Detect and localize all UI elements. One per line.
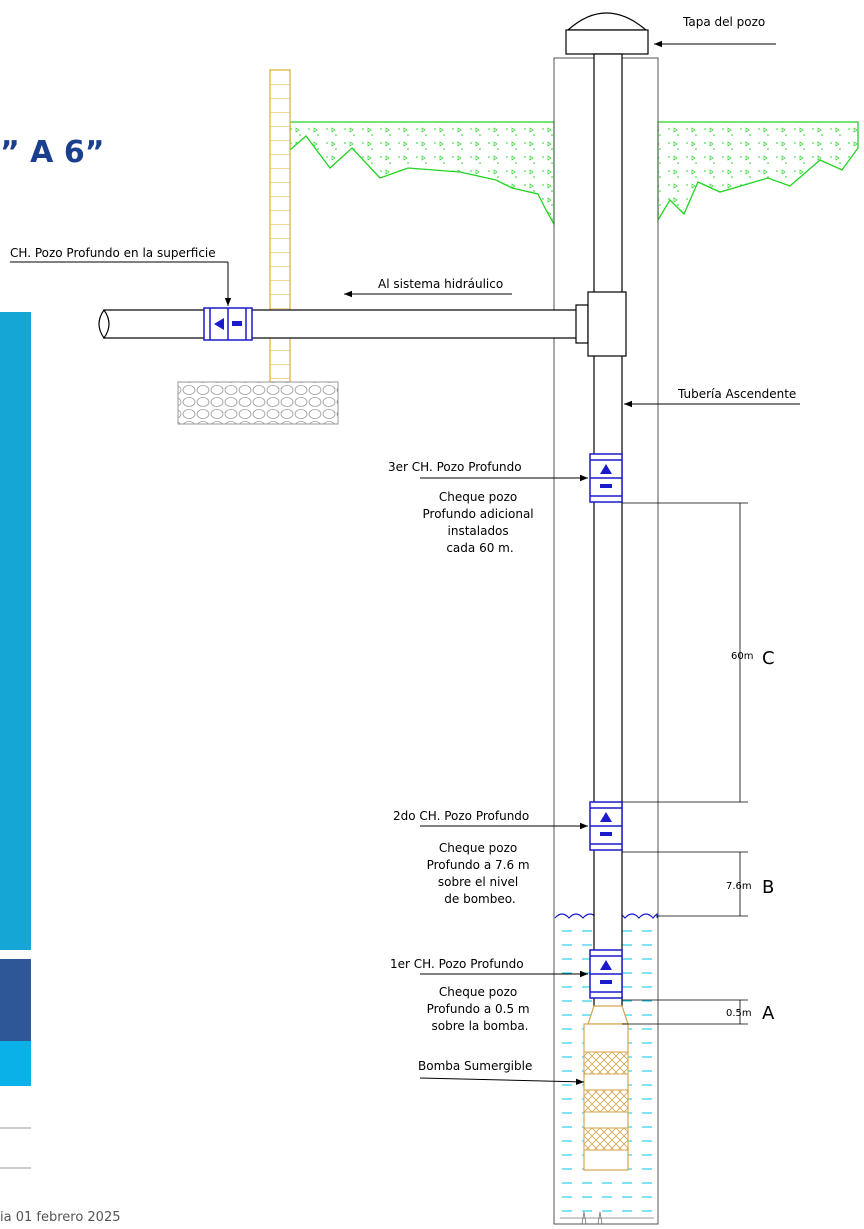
note-valve-2: Cheque pozo Profundo a 7.6 m sobre el ni… [427, 841, 534, 906]
label-pump: Bomba Sumergible [418, 1059, 532, 1073]
dimension-c-value: 60m [731, 651, 753, 662]
dimension-b-value: 7.6m [726, 881, 752, 892]
sidebar-strip-light [0, 1041, 31, 1086]
footer-date: ia 01 febrero 2025 [0, 1210, 121, 1225]
ground-right [657, 121, 859, 223]
well-cap-base [565, 29, 649, 55]
pipe-end [98, 309, 110, 340]
check-valve-1 [589, 949, 623, 999]
gravel-base [177, 381, 339, 425]
tee-fitting [575, 304, 589, 344]
well-bottom-marks [560, 1211, 654, 1225]
label-cap: Tapa del pozo [682, 15, 765, 29]
dimension-c-letter: C [762, 648, 775, 669]
label-valve-3: 3er CH. Pozo Profundo [388, 460, 522, 474]
leader-pump [419, 1077, 585, 1086]
well-cap [566, 12, 648, 31]
tee-fitting-body [587, 291, 627, 357]
discharge-pipe [103, 309, 581, 339]
check-valve-3 [589, 453, 623, 503]
surface-check-valve [203, 307, 253, 341]
sidebar-strip-navy [0, 959, 31, 1041]
dimension-b-letter: B [762, 877, 774, 898]
check-valve-2 [589, 801, 623, 851]
sidebar-strip-cyan [0, 312, 31, 950]
dimension-b: 7.6m B [622, 851, 774, 917]
label-surface-valve: CH. Pozo Profundo en la superficie [10, 246, 216, 260]
submersible-pump [583, 1005, 629, 1171]
dimension-a-value: 0.5m [726, 1008, 752, 1019]
page-title: ” A 6” [0, 135, 104, 170]
dimension-a: 0.5m A [622, 999, 775, 1025]
dimension-a-letter: A [762, 1003, 775, 1024]
label-to-system: Al sistema hidráulico [378, 277, 503, 291]
note-valve-1: Cheque pozo Profundo a 0.5 m sobre la bo… [427, 985, 534, 1033]
dimension-c: 60m C [622, 502, 775, 803]
label-valve-2: 2do CH. Pozo Profundo [393, 809, 529, 823]
note-valve-3: Cheque pozo Profundo adicional instalado… [423, 490, 538, 555]
label-riser: Tubería Ascendente [677, 387, 796, 401]
riser-pipe [593, 53, 623, 1085]
label-valve-1: 1er CH. Pozo Profundo [390, 957, 524, 971]
ground-left [289, 121, 555, 227]
